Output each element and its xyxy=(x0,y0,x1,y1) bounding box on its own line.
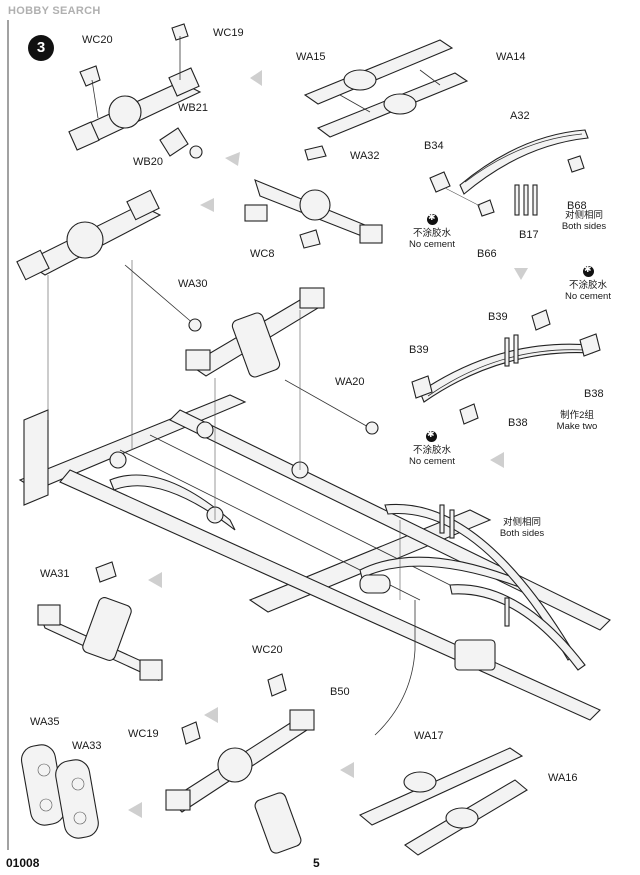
label-wa16: WA16 xyxy=(548,772,578,784)
note-both-sides-1: 对侧相同 Both sides xyxy=(552,210,616,232)
note-no-cement-3: 不涂胶水 No cement xyxy=(402,445,462,467)
direction-arrows xyxy=(128,70,528,818)
note-text-cn: 不涂胶水 xyxy=(412,445,451,456)
watermark: HOBBY SEARCH xyxy=(8,5,101,17)
label-wa31: WA31 xyxy=(40,568,70,580)
label-wc19-bottom: WC19 xyxy=(128,728,159,740)
no-cement-icon xyxy=(427,212,438,225)
note-make-two: 制作2组 Make two xyxy=(545,410,609,432)
note-no-cement-2: 不涂胶水 No cement xyxy=(558,280,618,302)
label-wc8: WC8 xyxy=(250,248,275,260)
label-wa20: WA20 xyxy=(335,376,365,388)
note-text-cn: 对侧相同 xyxy=(502,517,541,528)
label-wc19-top: WC19 xyxy=(213,27,244,39)
note-text-cn: 不涂胶水 xyxy=(412,228,451,239)
leaf-spring-b38 xyxy=(411,309,601,425)
label-wb21: WB21 xyxy=(178,102,208,114)
label-wb20: WB20 xyxy=(133,156,163,168)
note-text-en: No cement xyxy=(565,291,611,302)
note-text-en: Both sides xyxy=(499,528,545,539)
footer-page-number: 5 xyxy=(313,856,320,870)
label-b50: B50 xyxy=(330,686,350,698)
note-text-en: No cement xyxy=(409,239,455,250)
label-wa33: WA33 xyxy=(72,740,102,752)
step-number-badge: 3 xyxy=(28,35,54,61)
label-wa14: WA14 xyxy=(496,51,526,63)
label-wa30: WA30 xyxy=(178,278,208,290)
label-b17: B17 xyxy=(519,229,539,241)
label-wa32: WA32 xyxy=(350,150,380,162)
diff-housing-halves xyxy=(20,744,99,839)
front-axle-upper xyxy=(68,23,203,159)
axle-wa30 xyxy=(185,287,379,435)
axle-bottom-center xyxy=(165,673,315,854)
no-cement-icon xyxy=(583,264,594,277)
label-wa15: WA15 xyxy=(296,51,326,63)
label-b38-b: B38 xyxy=(508,417,528,429)
label-a32: A32 xyxy=(510,110,530,122)
note-text-en: No cement xyxy=(409,456,455,467)
label-wa35: WA35 xyxy=(30,716,60,728)
leaf-spring-a32 xyxy=(429,129,589,217)
axle-bottom-right xyxy=(358,747,528,856)
no-cement-icon xyxy=(426,429,437,442)
leaf-spring-rear xyxy=(384,503,586,671)
note-no-cement-1: 不涂胶水 No cement xyxy=(402,228,462,250)
label-wc20-bottom: WC20 xyxy=(252,644,283,656)
front-axle-lower xyxy=(16,189,202,332)
axle-wa31 xyxy=(37,561,163,682)
chassis-frame xyxy=(18,394,611,736)
note-text-cn: 制作2组 xyxy=(560,410,594,421)
leader-lines xyxy=(47,260,401,600)
footer-product-code: 01008 xyxy=(6,856,40,870)
axle-center-top xyxy=(244,145,383,249)
note-both-sides-2: 对侧相同 Both sides xyxy=(490,517,554,539)
label-b66: B66 xyxy=(477,248,497,260)
note-text-cn: 不涂胶水 xyxy=(568,280,607,291)
rear-axle-top-right xyxy=(303,39,469,138)
label-b68: B68 xyxy=(567,200,587,212)
note-text-en: Make two xyxy=(556,421,598,432)
label-wc20-top: WC20 xyxy=(82,34,113,46)
note-text-cn: 对侧相同 xyxy=(564,210,603,221)
label-b38-a: B38 xyxy=(584,388,604,400)
label-b39-b: B39 xyxy=(409,344,429,356)
label-b34: B34 xyxy=(424,140,444,152)
note-text-en: Both sides xyxy=(561,221,607,232)
label-b39-a: B39 xyxy=(488,311,508,323)
label-wa17: WA17 xyxy=(414,730,444,742)
